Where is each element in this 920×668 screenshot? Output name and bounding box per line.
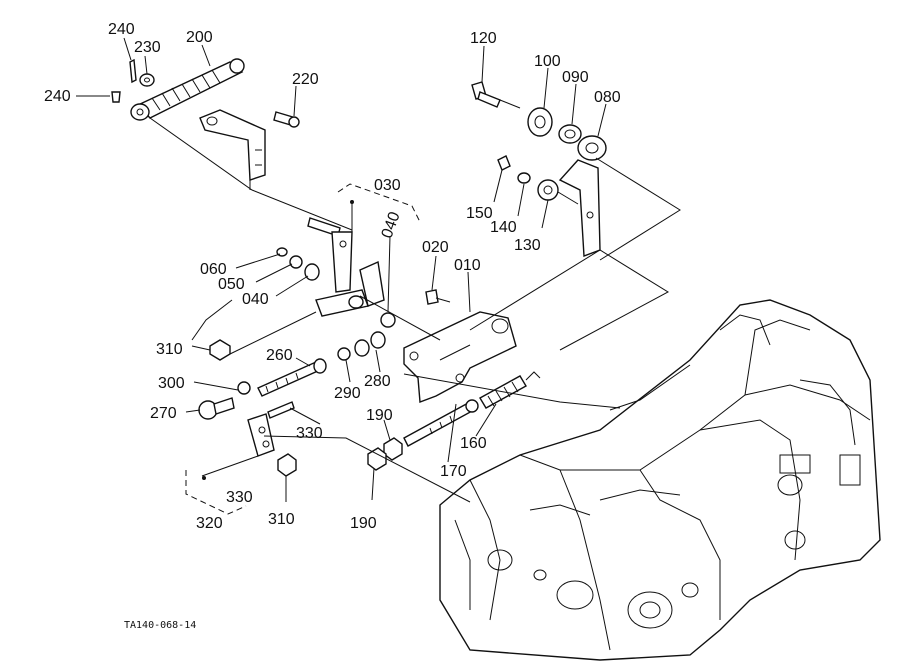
callout-150: 150 bbox=[466, 205, 493, 222]
bracket-320 bbox=[247, 413, 275, 457]
nut-280 bbox=[354, 331, 386, 357]
washer-230 bbox=[139, 73, 155, 87]
rod-end-270 bbox=[198, 397, 235, 420]
callout-240-left: 240 bbox=[44, 88, 71, 105]
callout-020: 020 bbox=[422, 239, 449, 256]
callout-220: 220 bbox=[292, 71, 319, 88]
callout-310-upper: 310 bbox=[156, 341, 183, 358]
ref-dot-lower bbox=[202, 476, 206, 480]
reference-code: TA140-068-14 bbox=[124, 620, 196, 631]
callout-280: 280 bbox=[364, 373, 391, 390]
rod-170 bbox=[403, 399, 479, 447]
callout-010: 010 bbox=[454, 257, 481, 274]
washer-050 bbox=[289, 255, 303, 269]
transmission-housing bbox=[439, 299, 881, 661]
spring-rod-200 bbox=[130, 58, 245, 121]
clip-150 bbox=[497, 155, 511, 171]
bushing-040-left bbox=[304, 263, 320, 281]
callout-330-upper: 330 bbox=[296, 425, 323, 442]
callout-310-lower: 310 bbox=[268, 511, 295, 528]
bolt-220 bbox=[273, 111, 300, 128]
nut-310-lower bbox=[277, 453, 297, 477]
callout-190-lower: 190 bbox=[350, 515, 377, 532]
callout-290: 290 bbox=[334, 385, 361, 402]
bolt-330-upper bbox=[267, 401, 295, 419]
callout-300: 300 bbox=[158, 375, 185, 392]
callout-240-top: 240 bbox=[108, 21, 135, 38]
callout-160: 160 bbox=[460, 435, 487, 452]
callout-090: 090 bbox=[562, 69, 589, 86]
callout-100: 100 bbox=[534, 53, 561, 70]
leader-lines bbox=[76, 37, 681, 503]
upper-bracket bbox=[199, 109, 266, 190]
ref-dot-upper bbox=[350, 200, 354, 204]
callout-120: 120 bbox=[470, 30, 497, 47]
callout-030: 030 bbox=[374, 177, 401, 194]
washer-290 bbox=[337, 347, 351, 361]
callout-260: 260 bbox=[266, 347, 293, 364]
ring-090 bbox=[558, 124, 582, 144]
callout-040-upper: 040 bbox=[379, 210, 404, 241]
lever-assembly-030 bbox=[307, 217, 385, 317]
bolt-020 bbox=[425, 289, 451, 305]
bushing-100 bbox=[527, 107, 553, 137]
nut-300 bbox=[237, 381, 251, 395]
nut-310-upper bbox=[209, 339, 231, 361]
pin-240-left bbox=[111, 91, 121, 103]
bolt-120 bbox=[471, 81, 501, 108]
washer-140 bbox=[517, 172, 531, 184]
arm-080 bbox=[558, 135, 607, 257]
callout-080: 080 bbox=[594, 89, 621, 106]
callout-270: 270 bbox=[150, 405, 177, 422]
callout-230: 230 bbox=[134, 39, 161, 56]
pin-240-top bbox=[129, 58, 137, 84]
callout-320: 320 bbox=[196, 515, 223, 532]
callout-050: 050 bbox=[218, 276, 245, 293]
callout-040-lower: 040 bbox=[242, 291, 269, 308]
spring-160 bbox=[479, 371, 541, 409]
callout-060: 060 bbox=[200, 261, 227, 278]
nut-190-lower bbox=[367, 447, 387, 471]
callout-140: 140 bbox=[490, 219, 517, 236]
callout-330-lower: 330 bbox=[226, 489, 253, 506]
bearing-130 bbox=[537, 179, 579, 205]
bushing-040-right bbox=[380, 312, 396, 328]
group-outline-320 bbox=[185, 470, 247, 515]
rod-260 bbox=[257, 358, 327, 397]
callout-130: 130 bbox=[514, 237, 541, 254]
callout-170: 170 bbox=[440, 463, 467, 480]
callout-190-upper: 190 bbox=[366, 407, 393, 424]
callout-200: 200 bbox=[186, 29, 213, 46]
